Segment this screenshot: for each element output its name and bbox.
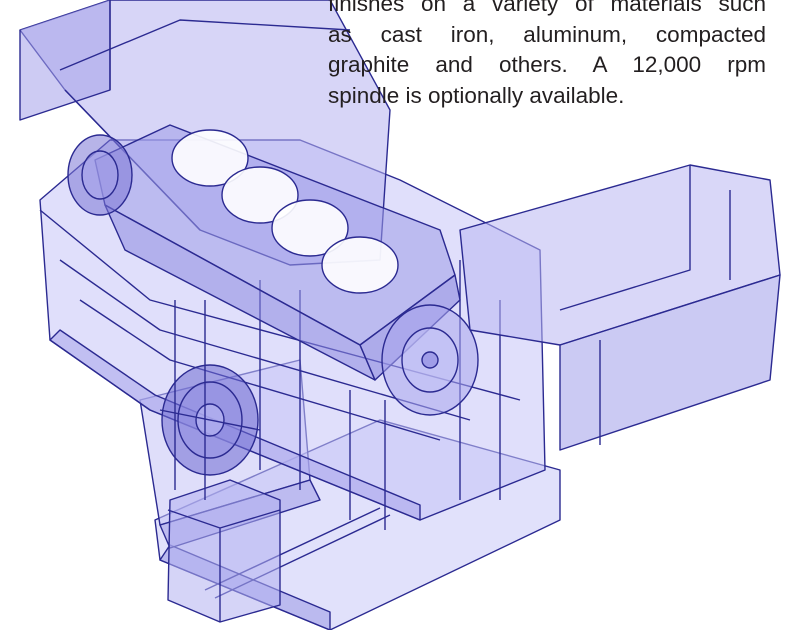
caption-line: spindle is optionally available. <box>328 82 625 108</box>
caption-paragraph: finishes on a variety of materials such … <box>328 0 766 111</box>
caption-line: finishes on a variety of materials such <box>328 0 766 16</box>
cylinder-bore-3 <box>271 199 349 257</box>
right-chuck <box>381 304 479 416</box>
cylinder-bore-2 <box>221 166 299 224</box>
guide-rods <box>174 300 386 530</box>
engine-block <box>94 124 461 381</box>
cylinder-bore-1 <box>171 129 249 187</box>
left-pulley <box>67 134 133 216</box>
side-extension <box>459 164 781 451</box>
caption-line: graphite and others. A 12,000 rpm <box>328 52 766 77</box>
cylinder-bore-4 <box>321 236 399 294</box>
caption-line: as cast iron, aluminum, compacted <box>328 21 766 47</box>
terminal-box <box>167 479 281 623</box>
spindle-wheel <box>159 364 261 476</box>
